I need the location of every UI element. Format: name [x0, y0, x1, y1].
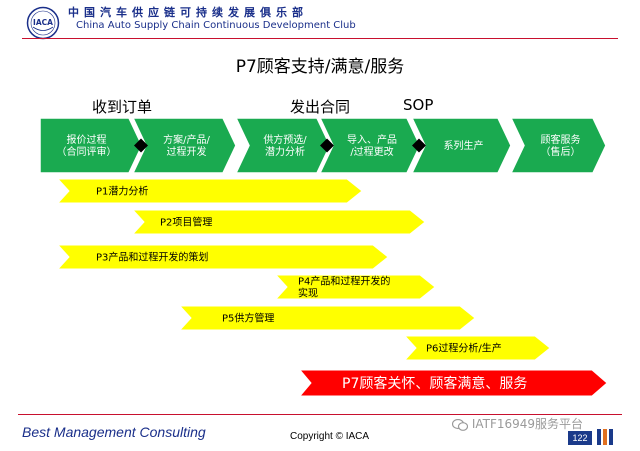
logo-text: IACA [33, 18, 53, 27]
phase-arrow-5-label-line-0: P6过程分析/生产 [426, 342, 502, 355]
header: IACA 中国汽车供应链可持续发展俱乐部 China Auto Supply C… [0, 0, 640, 40]
phase-arrow-3-label-line-0: P4产品和过程开发的 [298, 275, 390, 288]
wechat-icon [451, 418, 469, 431]
watermark: IATF16949服务平台 [451, 415, 584, 432]
phase-arrow-3-label-line-1: 实现 [298, 287, 318, 300]
milestone-order-received: 收到订单 [92, 98, 153, 116]
process-step-5-label-line-0: 顾客服务 [541, 133, 581, 146]
header-divider [22, 38, 618, 39]
phase-arrow-4 [178, 305, 476, 331]
milestone-sop: SOP [403, 96, 434, 114]
org-name-cn: 中国汽车供应链可持续发展俱乐部 [68, 6, 308, 19]
phase-arrow-5 [403, 335, 551, 361]
phase-arrow-2 [56, 244, 389, 270]
phase-arrow-0-label-line-0: P1潜力分析 [96, 185, 148, 198]
process-step-0 [39, 117, 143, 174]
process-step-5-label-line-1: （售后） [541, 145, 581, 158]
process-step-2-label-line-0: 供方预选/ [263, 133, 307, 146]
footer-company: Best Management Consulting [22, 424, 206, 440]
milestone-diamond-1 [320, 138, 334, 153]
process-step-4-label-line-0: 系列生产 [444, 139, 484, 152]
phase-arrow-6 [298, 369, 608, 397]
process-step-1-label-line-1: 过程开发 [167, 145, 207, 158]
iaca-logo: IACA [26, 6, 60, 40]
milestone-contract-issued: 发出合同 [290, 98, 351, 116]
process-step-3-label-line-0: 导入、产品 [347, 133, 397, 146]
process-step-5 [509, 117, 607, 174]
phase-arrow-2-label-line-0: P3产品和过程开发的策划 [96, 251, 208, 264]
process-step-0-label-line-1: （合同评审） [57, 145, 117, 158]
page-number: 122 [568, 431, 592, 445]
process-step-2-label-line-1: 潜力分析 [265, 145, 305, 158]
page-bars-icon [597, 429, 613, 445]
footer-copyright: Copyright © IACA [290, 431, 370, 442]
footer-divider [18, 414, 622, 415]
process-step-2 [234, 117, 331, 174]
page-title: P7顾客支持/满意/服务 [235, 57, 405, 77]
milestone-diamond-0 [134, 138, 148, 153]
phase-arrow-0 [56, 178, 363, 204]
process-step-3-label-line-1: /过程更改 [350, 145, 393, 158]
milestone-diamond-2 [412, 138, 426, 153]
watermark-text: IATF16949服务平台 [471, 417, 584, 431]
process-step-1-label-line-0: 方案/产品/ [163, 133, 210, 146]
phase-arrow-3 [274, 274, 436, 300]
phase-arrow-1-label-line-0: P2项目管理 [160, 216, 212, 229]
phase-arrow-1 [131, 209, 426, 235]
process-step-0-label-line-0: 报价过程 [67, 133, 107, 146]
org-name-en: China Auto Supply Chain Continuous Devel… [76, 20, 356, 31]
phase-arrow-6-label-line-0: P7顾客关怀、顾客满意、服务 [342, 375, 527, 392]
phase-arrow-4-label-line-0: P5供方管理 [222, 312, 274, 325]
